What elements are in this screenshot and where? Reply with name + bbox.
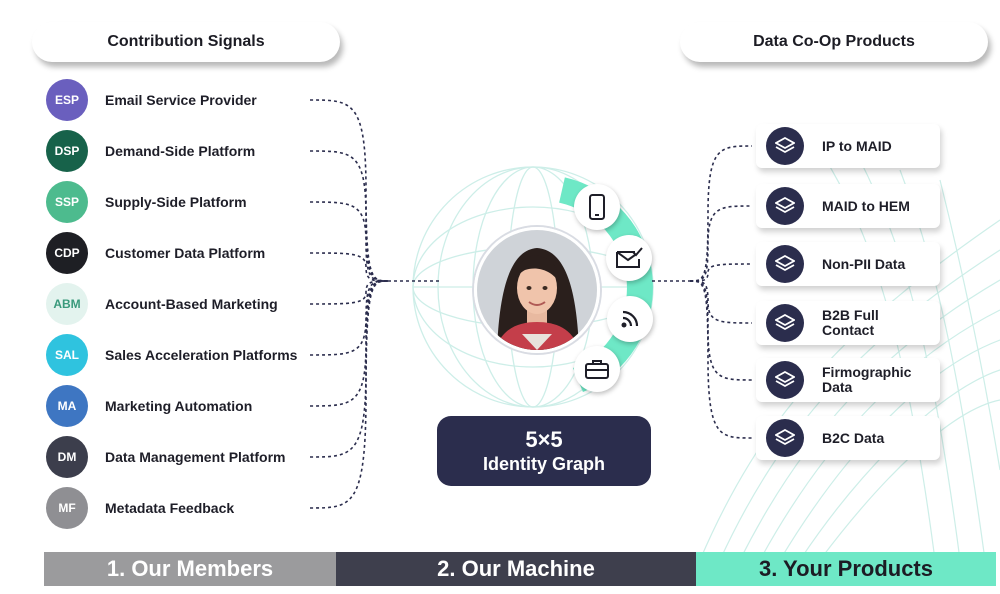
phone-icon (574, 184, 620, 230)
data-coop-products-title: Data Co-Op Products (753, 33, 915, 50)
signal-connector (309, 99, 389, 282)
product-label: B2C Data (822, 429, 885, 446)
signal-label: Email Service Provider (105, 92, 257, 108)
signal-item-ma: MA Marketing Automation (46, 384, 252, 428)
stage-label: 3. Your Products (758, 556, 933, 581)
stage-machine: 2. Our Machine (336, 552, 696, 586)
avatar (474, 227, 600, 353)
stage-members: 1. Our Members (44, 552, 336, 586)
product-connector (689, 280, 753, 324)
product-label: B2B Full Contact (822, 307, 879, 338)
product-connector (689, 263, 753, 282)
signal-badge: ABM (46, 283, 88, 325)
signal-connector (309, 201, 389, 282)
identity-graph-title: Identity Graph (482, 454, 605, 474)
stage-label: 2. Our Machine (437, 556, 595, 581)
product-connector (689, 280, 753, 439)
product-connector (689, 205, 753, 282)
stage-label: 1. Our Members (106, 556, 274, 581)
signal-badge: DSP (46, 130, 88, 172)
left-connectors (309, 99, 440, 509)
data-coop-products-header: Data Co-Op Products (680, 22, 988, 62)
briefcase-icon (574, 346, 620, 392)
stage-products: 3. Your Products (696, 552, 996, 586)
signal-connector (309, 280, 389, 305)
signal-badge: MF (46, 487, 88, 529)
signal-badge: SSP (46, 181, 88, 223)
signal-item-dm: DM Data Management Platform (46, 435, 285, 479)
signal-item-esp: ESP Email Service Provider (46, 78, 257, 122)
signal-badge: DM (46, 436, 88, 478)
product-label: IP to MAID (822, 137, 892, 154)
signal-connector (309, 280, 389, 356)
email-check-icon (606, 235, 652, 281)
contribution-signals-title: Contribution Signals (107, 33, 265, 50)
signal-badge: ESP (46, 79, 88, 121)
product-card-maid-to-hem: MAID to HEM (756, 184, 940, 228)
right-connectors (652, 145, 753, 439)
product-card-non-pii-data: Non-PII Data (756, 242, 940, 286)
signal-connector (309, 252, 389, 282)
product-card-b2b-full-contact: B2B Full Contact (756, 301, 940, 345)
person-portrait-icon (477, 230, 597, 350)
signal-label: Account-Based Marketing (105, 296, 278, 312)
identity-graph-size: 5×5 (525, 427, 563, 452)
signal-connector (309, 150, 389, 282)
product-label: Firmographic Data (822, 364, 912, 395)
signal-icon (607, 296, 653, 342)
signal-label: Sales Acceleration Platforms (105, 347, 298, 363)
signal-item-cdp: CDP Customer Data Platform (46, 231, 265, 275)
layers-icon (766, 245, 804, 283)
signal-item-sal: SAL Sales Acceleration Platforms (46, 333, 297, 377)
product-card-ip-to-maid: IP to MAID (756, 124, 940, 168)
product-label: MAID to HEM (822, 197, 910, 214)
product-label: Non-PII Data (822, 255, 906, 272)
signal-item-mf: MF Metadata Feedback (46, 486, 234, 530)
layers-icon (766, 187, 804, 225)
layers-icon (766, 419, 804, 457)
product-card-b2c-data: B2C Data (756, 416, 940, 460)
signal-label: Customer Data Platform (105, 245, 266, 261)
signal-label: Supply-Side Platform (105, 194, 247, 210)
layers-icon (766, 127, 804, 165)
signal-badge: SAL (46, 334, 88, 376)
signal-label: Demand-Side Platform (105, 143, 256, 159)
signal-item-dsp: DSP Demand-Side Platform (46, 129, 255, 173)
contribution-signals-header: Contribution Signals (32, 22, 340, 62)
product-connector (689, 145, 753, 282)
layers-icon (766, 304, 804, 342)
signal-badge: MA (46, 385, 88, 427)
signal-label: Marketing Automation (105, 398, 253, 414)
signal-item-abm: ABM Account-Based Marketing (46, 282, 278, 326)
signal-label: Data Management Platform (105, 449, 286, 465)
product-connector (689, 280, 753, 381)
identity-graph-box: 5×5 Identity Graph (437, 416, 651, 486)
signal-connector (309, 280, 389, 458)
signal-connector (309, 280, 389, 407)
signal-item-ssp: SSP Supply-Side Platform (46, 180, 247, 224)
layers-icon (766, 361, 804, 399)
signal-connector (309, 280, 389, 509)
signal-label: Metadata Feedback (105, 500, 235, 516)
signal-badge: CDP (46, 232, 88, 274)
product-card-firmographic-data: Firmographic Data (756, 358, 940, 402)
